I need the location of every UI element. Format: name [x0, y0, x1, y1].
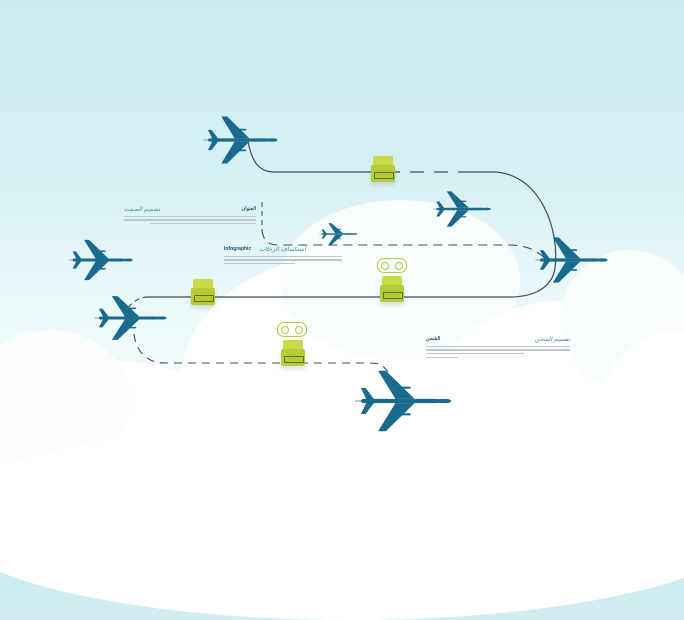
- airplane-icon: [94, 292, 168, 344]
- note-text-line: [224, 255, 342, 257]
- note-heading: ﺘﺼﻤﻴﻢ ﺍﻟﺼﻤﺖ: [124, 207, 161, 213]
- note-text-line: [224, 259, 342, 261]
- infographic-scene: ﺘﺼﻤﻴﻢ ﺍﻟﺼﻤﺖ ﺍﻟﻌﻨﻮﺍﻥ Infographic ﺍﺳﺘﻜﺸﺎﻑ …: [68, 112, 609, 437]
- note-text-line: [426, 353, 524, 355]
- note-text-line: [426, 345, 570, 347]
- cargo-box-icon: [191, 279, 215, 305]
- note-text-line: [426, 356, 458, 359]
- airplane-icon: [535, 233, 609, 287]
- note-text-line: [224, 263, 295, 265]
- airplane-icon: [319, 221, 358, 247]
- note-heading: ﺍﺳﺘﻜﺸﺎﻑ ﺍﻟﺮﺣﻼﺕ: [259, 247, 306, 253]
- airplane-icon: [68, 236, 134, 284]
- text-block-2: Infographic ﺍﺳﺘﻜﺸﺎﻑ ﺍﻟﺮﺣﻼﺕ: [224, 246, 342, 265]
- text-block-3: ﺍﻟﺸﺤﻦ ﺗﺼﻤﻴﻢ ﺍﻟﺸﺤﻦ: [426, 336, 570, 359]
- cargo-box-icon: [281, 340, 305, 366]
- note-text-line: [124, 215, 256, 217]
- airplane-icon: [354, 365, 453, 437]
- note-text-line: [426, 349, 570, 351]
- cargo-box-icon: [371, 156, 395, 182]
- text-block-1: ﺘﺼﻤﻴﻢ ﺍﻟﺼﻤﺖ ﺍﻟﻌﻨﻮﺍﻥ: [124, 206, 256, 225]
- link-badge-icon: [277, 322, 307, 337]
- note-title: ﺍﻟﺸﺤﻦ: [426, 336, 441, 342]
- link-badge-icon: [377, 258, 407, 273]
- note-heading: ﺗﺼﻤﻴﻢ ﺍﻟﺸﺤﻦ: [534, 337, 570, 343]
- airplane-icon: [203, 112, 279, 168]
- airplane-icon: [432, 188, 492, 230]
- cargo-box-icon: [380, 276, 404, 302]
- note-title: Infographic: [224, 246, 252, 252]
- note-text-line: [150, 223, 256, 225]
- note-title: ﺍﻟﻌﻨﻮﺍﻥ: [241, 206, 256, 212]
- note-text-line: [124, 219, 256, 221]
